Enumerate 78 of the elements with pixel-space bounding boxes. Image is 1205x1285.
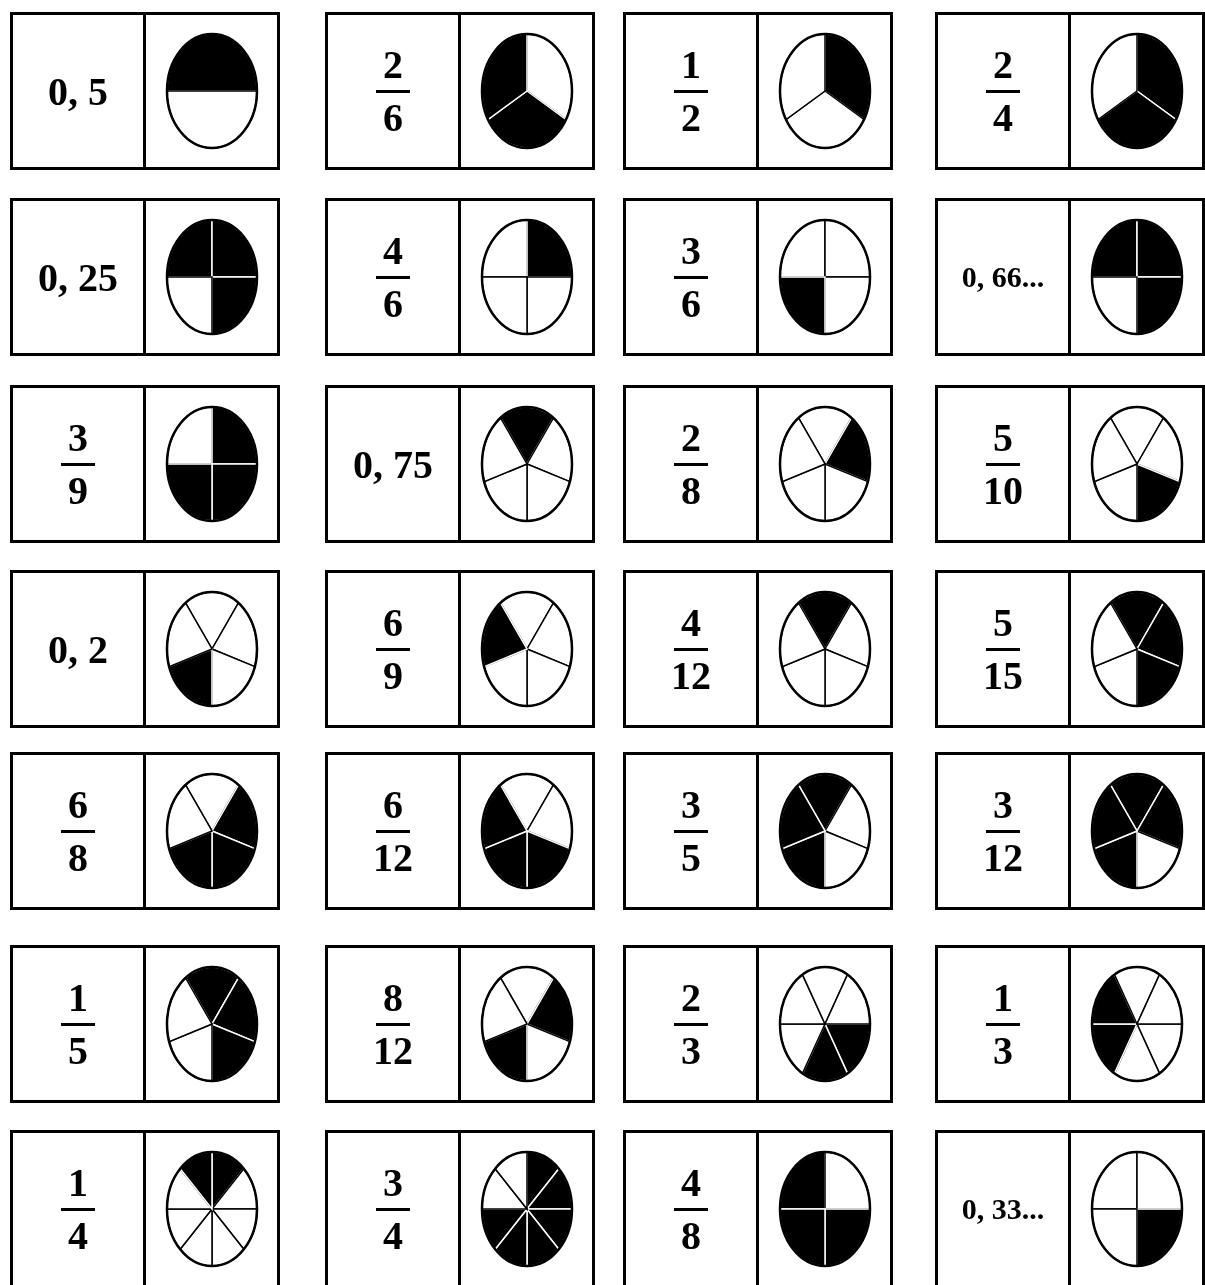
domino-card [10,198,280,356]
numerator: 5 [993,416,1013,459]
denominator: 15 [983,654,1023,697]
domino-card [325,570,595,728]
numerator: 3 [68,416,88,459]
denominator: 4 [993,96,1013,139]
decimal-number: 0, 25 [38,253,118,301]
domino-card [623,945,893,1103]
denominator: 6 [383,282,403,325]
numerator: 2 [993,43,1013,86]
domino-card [10,570,280,728]
denominator: 9 [68,469,88,512]
domino-card [10,12,280,170]
denominator: 3 [681,1029,701,1072]
domino-card [10,1130,280,1285]
numerator: 2 [383,43,403,86]
numerator: 3 [681,783,701,826]
denominator: 9 [383,654,403,697]
numerator: 6 [383,783,403,826]
domino-card [935,12,1205,170]
domino-card [325,752,595,910]
domino-card [935,752,1205,910]
denominator: 8 [681,1214,701,1257]
denominator: 2 [681,96,701,139]
denominator: 5 [68,1029,88,1072]
numerator: 2 [681,976,701,1019]
domino-card [623,385,893,543]
domino-card [325,945,595,1103]
domino-card [325,385,595,543]
numerator: 1 [68,976,88,1019]
domino-card [623,198,893,356]
domino-card [935,570,1205,728]
numerator: 4 [383,229,403,272]
domino-card [623,752,893,910]
numerator: 3 [993,783,1013,826]
decimal-number: 0, 33... [961,1192,1045,1226]
denominator: 6 [681,282,701,325]
numerator: 3 [681,229,701,272]
denominator: 6 [383,96,403,139]
domino-card [325,1130,595,1285]
numerator: 2 [681,416,701,459]
denominator: 3 [993,1029,1013,1072]
denominator: 8 [681,469,701,512]
domino-card [325,12,595,170]
denominator: 4 [68,1214,88,1257]
numerator: 5 [993,601,1013,644]
decimal-number: 0, 75 [353,440,433,488]
domino-card [10,385,280,543]
numerator: 1 [681,43,701,86]
denominator: 12 [983,836,1023,879]
numerator: 4 [681,1161,701,1204]
numerator: 6 [383,601,403,644]
domino-card [935,1130,1205,1285]
numerator: 4 [681,601,701,644]
denominator: 12 [373,1029,413,1072]
numerator: 6 [68,783,88,826]
domino-card [623,570,893,728]
domino-card [623,12,893,170]
denominator: 10 [983,469,1023,512]
numerator: 1 [993,976,1013,1019]
domino-card [935,198,1205,356]
domino-card [623,1130,893,1285]
decimal-number: 0, 2 [48,625,108,673]
numerator: 1 [68,1161,88,1204]
decimal-number: 0, 66... [961,260,1045,294]
domino-card [935,385,1205,543]
denominator: 5 [681,836,701,879]
domino-card [10,752,280,910]
numerator: 8 [383,976,403,1019]
decimal-number: 0, 5 [48,67,108,115]
denominator: 4 [383,1214,403,1257]
denominator: 12 [373,836,413,879]
denominator: 12 [671,654,711,697]
domino-card [325,198,595,356]
denominator: 8 [68,836,88,879]
domino-card [935,945,1205,1103]
domino-card [10,945,280,1103]
numerator: 3 [383,1161,403,1204]
